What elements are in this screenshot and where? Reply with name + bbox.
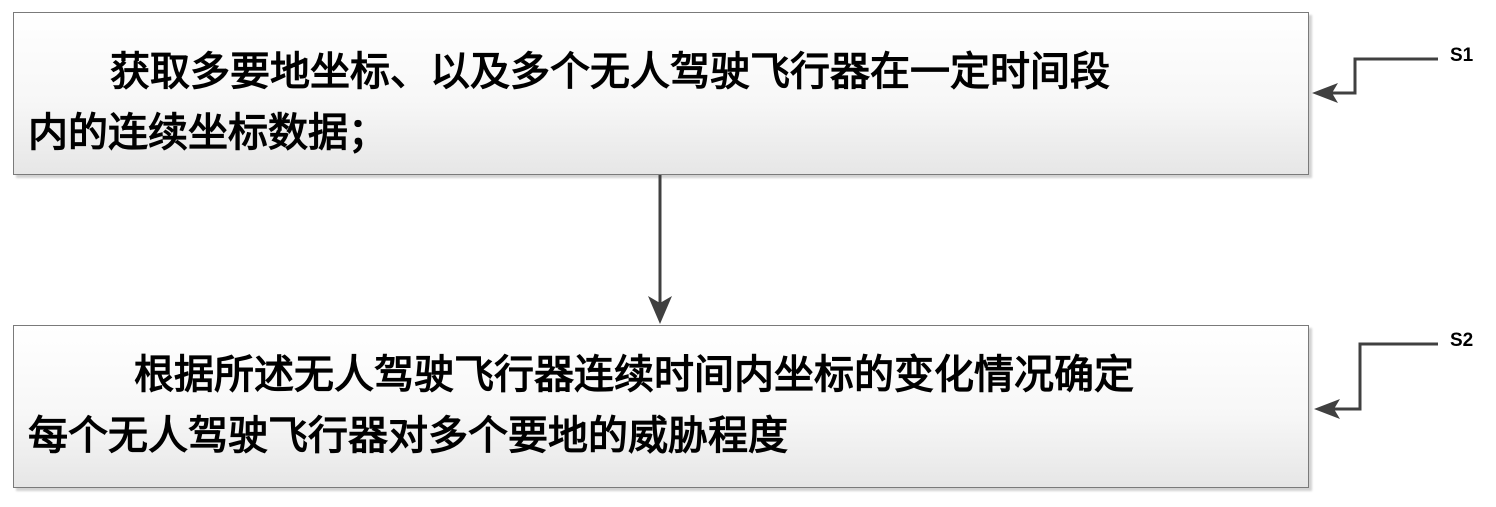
flow-arrowhead	[648, 296, 672, 324]
step-label-s1: S1	[1450, 45, 1474, 66]
step-box-s2: 根据所述无人驾驶飞行器连续时间内坐标的变化情况确定 每个无人驾驶飞行器对多个要地…	[13, 325, 1309, 488]
step-s2-text-line2: 每个无人驾驶飞行器对多个要地的威胁程度	[28, 413, 788, 459]
step-box-s1: 获取多要地坐标、以及多个无人驾驶飞行器在一定时间段 内的连续坐标数据；	[13, 12, 1309, 175]
step-label-s2: S2	[1450, 330, 1474, 351]
leader-arrowhead-s2	[1314, 399, 1340, 419]
step-s1-text-line1: 获取多要地坐标、以及多个无人驾驶飞行器在一定时间段	[110, 49, 1110, 95]
leader-line-s2	[1332, 342, 1438, 411]
step-s1-text-line2: 内的连续坐标数据；	[28, 110, 388, 156]
leader-line-s1	[1330, 57, 1438, 95]
leader-arrowhead-s1	[1312, 83, 1338, 103]
step-s2-text-line1: 根据所述无人驾驶飞行器连续时间内坐标的变化情况确定	[134, 352, 1134, 398]
